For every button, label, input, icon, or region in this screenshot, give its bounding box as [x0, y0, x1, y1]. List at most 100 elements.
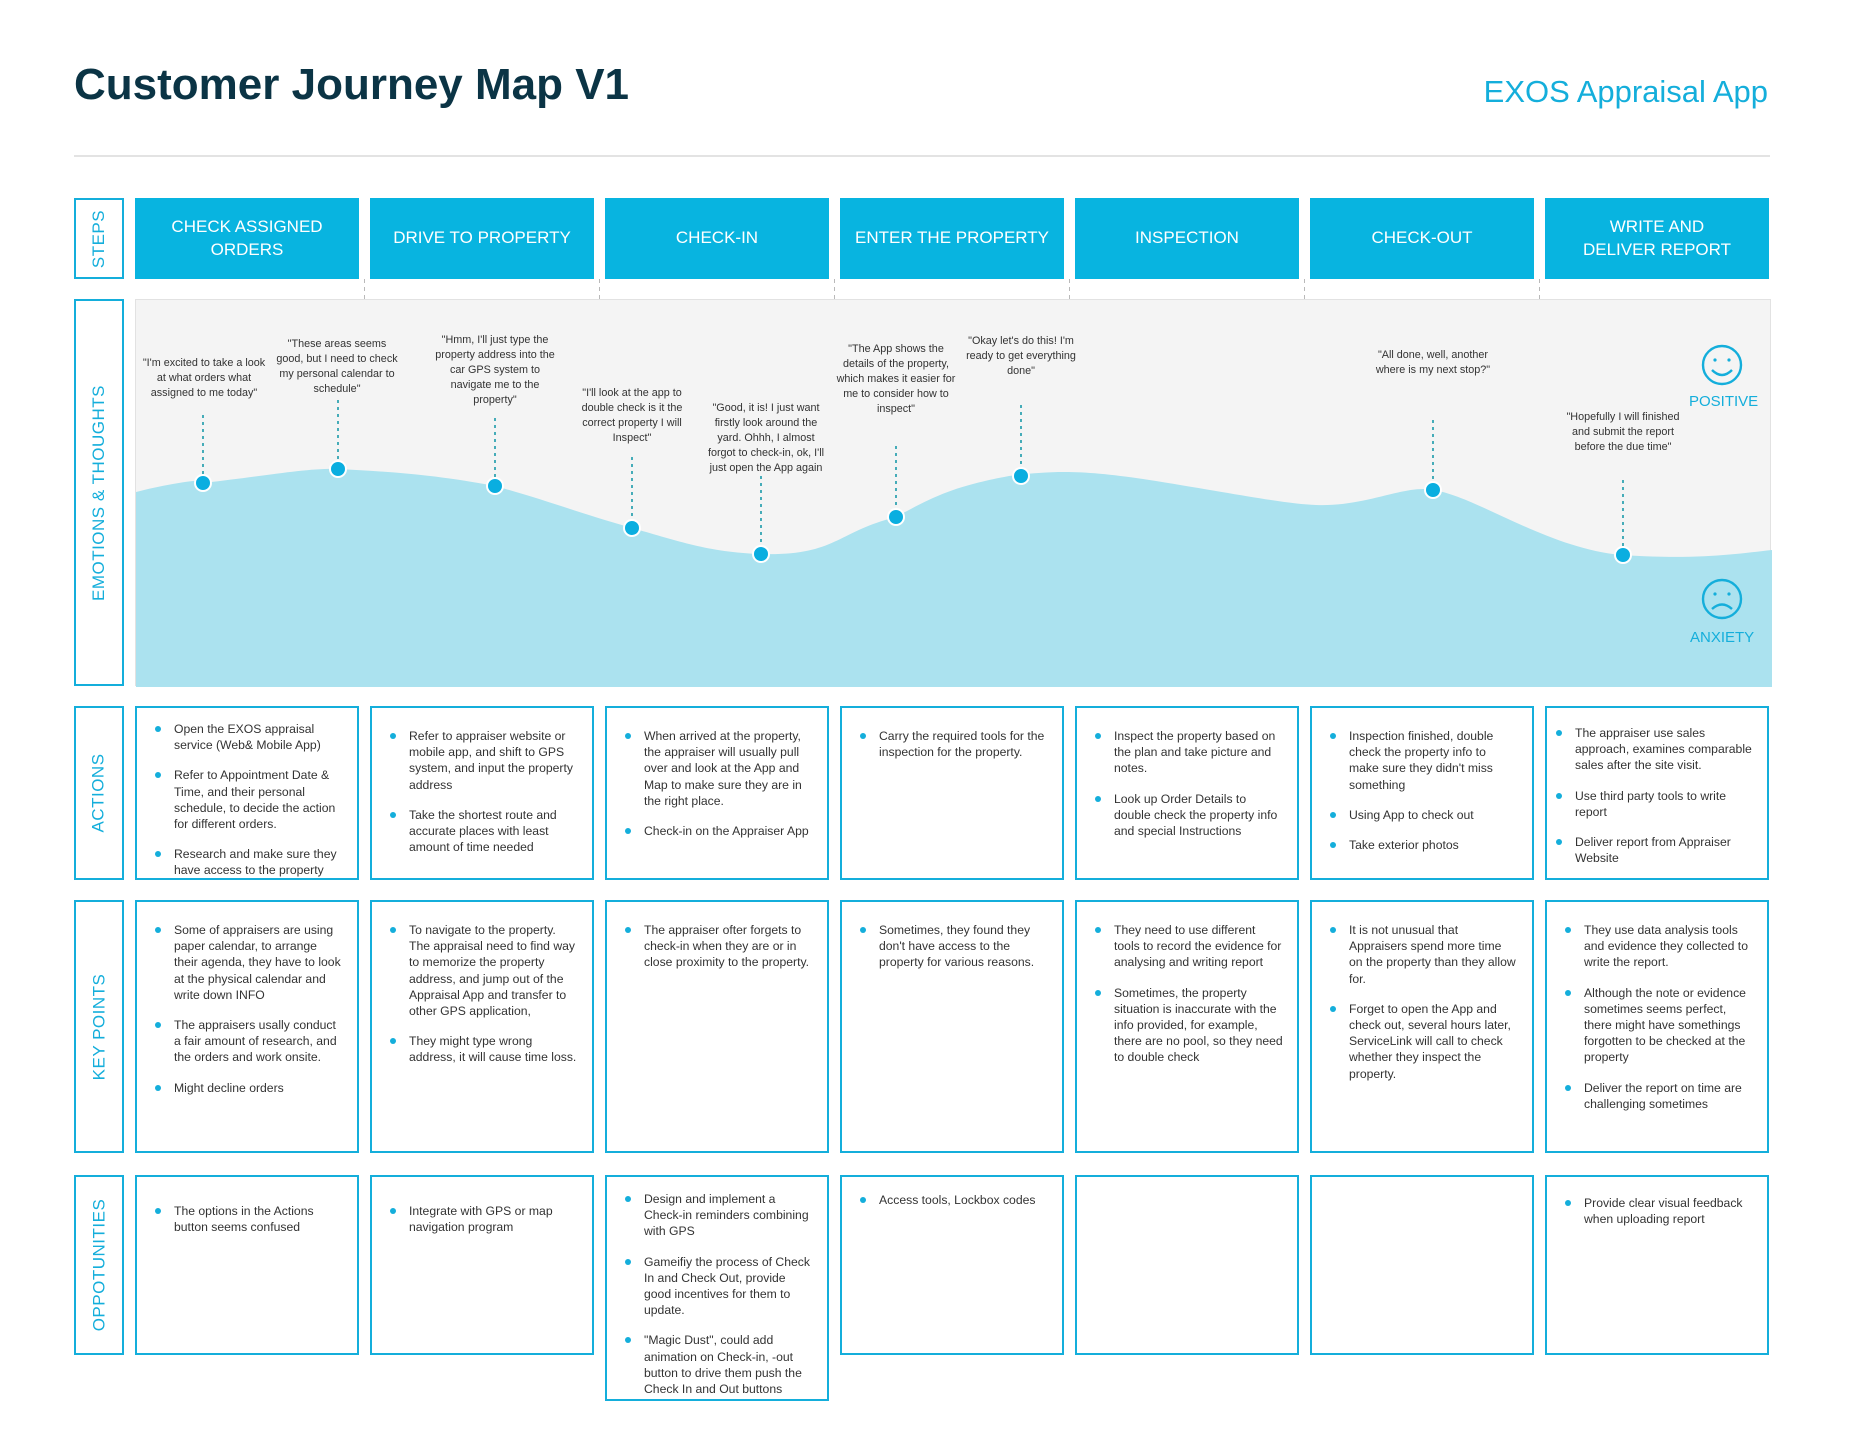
emotion-point	[1614, 546, 1632, 564]
step-enter-the-property: ENTER THE PROPERTY	[840, 198, 1064, 279]
bullet-item: To navigate to the property. The apprais…	[387, 922, 578, 1019]
emotion-point	[1012, 467, 1030, 485]
bullet-item: When arrived at the property, the apprai…	[622, 728, 813, 809]
opportunities-list: Access tools, Lockbox codes	[857, 1192, 1048, 1208]
actions-list: The appraiser use sales approach, examin…	[1553, 725, 1753, 866]
key-points-card: They need to use different tools to reco…	[1075, 900, 1299, 1153]
opportunities-list: The options in the Actions button seems …	[152, 1203, 343, 1235]
actions-row: Open the EXOS appraisal service (Web& Mo…	[135, 706, 1771, 880]
bullet-item: Inspection finished, double check the pr…	[1327, 728, 1518, 793]
header-divider	[74, 155, 1770, 157]
actions-card: Inspection finished, double check the pr…	[1310, 706, 1534, 880]
smile-icon	[1701, 344, 1743, 386]
quote-text: "Hmm, I'll just type the property addres…	[435, 334, 555, 406]
bullet-item: Use third party tools to write report	[1553, 788, 1753, 820]
actions-card: When arrived at the property, the apprai…	[605, 706, 829, 880]
bullet-item: The appraiser use sales approach, examin…	[1553, 725, 1753, 774]
opportunities-card: Design and implement a Check-in reminder…	[605, 1175, 829, 1401]
actions-list: When arrived at the property, the apprai…	[622, 728, 813, 839]
emotion-point	[329, 460, 347, 478]
bullet-item: Inspect the property based on the plan a…	[1092, 728, 1283, 777]
key-points-card: They use data analysis tools and evidenc…	[1545, 900, 1769, 1153]
opportunities-card: Provide clear visual feedback when uploa…	[1545, 1175, 1769, 1355]
emotion-point	[194, 474, 212, 492]
app-name: EXOS Appraisal App	[1483, 74, 1768, 109]
key-points-list: They need to use different tools to reco…	[1092, 922, 1283, 1066]
actions-card: Open the EXOS appraisal service (Web& Mo…	[135, 706, 359, 880]
emotion-point	[887, 508, 905, 526]
quote-text: "These areas seems good, but I need to c…	[276, 338, 398, 395]
bullet-item: Access tools, Lockbox codes	[857, 1192, 1048, 1208]
quote-text: "Hopefully I will finished and submit th…	[1566, 411, 1680, 453]
step-drive-to-property: DRIVE TO PROPERTY	[370, 198, 594, 279]
emotion-point	[623, 519, 641, 537]
opportunities-card: The options in the Actions button seems …	[135, 1175, 359, 1355]
bullet-item: Take exterior photos	[1327, 837, 1518, 853]
bullet-item: Look up Order Details to double check th…	[1092, 791, 1283, 840]
quote-text: "Good, it is! I just want firstly look a…	[707, 402, 825, 474]
opportunities-row: The options in the Actions button seems …	[135, 1175, 1771, 1401]
step-check-assigned-orders: CHECK ASSIGNED ORDERS	[135, 198, 359, 279]
bullet-item: Take the shortest route and accurate pla…	[387, 807, 578, 856]
opportunities-card: Access tools, Lockbox codes	[840, 1175, 1064, 1355]
bullet-item: Sometimes, they found they don't have ac…	[857, 922, 1048, 971]
bullet-item: Research and make sure they have access …	[152, 846, 343, 878]
key-points-list: The appraiser ofter forgets to check-in …	[622, 922, 813, 971]
bullet-item: They might type wrong address, it will c…	[387, 1033, 578, 1065]
emotion-area: "I'm excited to take a look at what orde…	[135, 299, 1772, 687]
step-write-and-deliver-report: WRITE AND DELIVER REPORT	[1545, 198, 1769, 279]
bullet-item: Gameifiy the process of Check In and Che…	[622, 1254, 813, 1319]
bullet-item: They need to use different tools to reco…	[1092, 922, 1283, 971]
key-points-list: It is not unusual that Appraisers spend …	[1327, 922, 1518, 1082]
key-points-card: The appraiser ofter forgets to check-in …	[605, 900, 829, 1153]
emotion-curve-chart	[136, 344, 1772, 687]
quote-text: "I'll look at the app to double check is…	[581, 387, 683, 444]
actions-card: The appraiser use sales approach, examin…	[1545, 706, 1769, 880]
opportunities-card: Integrate with GPS or map navigation pro…	[370, 1175, 594, 1355]
bullet-item: Provide clear visual feedback when uploa…	[1562, 1195, 1753, 1227]
actions-list: Refer to appraiser website or mobile app…	[387, 728, 578, 855]
key-points-list: They use data analysis tools and evidenc…	[1562, 922, 1753, 1112]
key-points-card: It is not unusual that Appraisers spend …	[1310, 900, 1534, 1153]
bullet-item: Might decline orders	[152, 1080, 343, 1096]
opportunities-card	[1310, 1175, 1534, 1355]
key-points-card: To navigate to the property. The apprais…	[370, 900, 594, 1153]
bullet-item: It is not unusual that Appraisers spend …	[1327, 922, 1518, 987]
bullet-item: Although the note or evidence sometimes …	[1562, 985, 1753, 1066]
bullet-item: Carry the required tools for the inspect…	[857, 728, 1048, 760]
step-check-out: CHECK-OUT	[1310, 198, 1534, 279]
opportunities-list: Provide clear visual feedback when uploa…	[1562, 1195, 1753, 1227]
bullet-item: Some of appraisers are using paper calen…	[152, 922, 343, 1003]
row-label-steps: STEPS	[74, 198, 124, 279]
bullet-item: Deliver the report on time are challengi…	[1562, 1080, 1753, 1112]
bullet-item: Integrate with GPS or map navigation pro…	[387, 1203, 578, 1235]
bullet-item: The appraiser ofter forgets to check-in …	[622, 922, 813, 971]
steps-row: CHECK ASSIGNED ORDERS DRIVE TO PROPERTY …	[135, 198, 1771, 279]
actions-card: Refer to appraiser website or mobile app…	[370, 706, 594, 880]
bullet-item: They use data analysis tools and evidenc…	[1562, 922, 1753, 971]
positive-label: POSITIVE	[1689, 393, 1759, 410]
quote-text: "All done, well, another where is my nex…	[1375, 349, 1491, 376]
opportunities-card	[1075, 1175, 1299, 1355]
bullet-item: The options in the Actions button seems …	[152, 1203, 343, 1235]
actions-list: Inspect the property based on the plan a…	[1092, 728, 1283, 839]
step-check-in: CHECK-IN	[605, 198, 829, 279]
opportunities-list: Integrate with GPS or map navigation pro…	[387, 1203, 578, 1235]
key-points-list: Sometimes, they found they don't have ac…	[857, 922, 1048, 971]
emotion-point	[752, 545, 770, 563]
key-points-card: Sometimes, they found they don't have ac…	[840, 900, 1064, 1153]
row-label-emotions: EMOTIONS & THOUGHTS	[74, 299, 124, 686]
key-points-list: To navigate to the property. The apprais…	[387, 922, 578, 1066]
step-inspection: INSPECTION	[1075, 198, 1299, 279]
bullet-item: Deliver report from Appraiser Website	[1553, 834, 1753, 866]
emotion-point	[1424, 481, 1442, 499]
bullet-item: Sometimes, the property situation is ina…	[1092, 985, 1283, 1066]
key-points-card: Some of appraisers are using paper calen…	[135, 900, 359, 1153]
quote-text: "Okay let's do this! I'm ready to get ev…	[966, 335, 1076, 377]
emotion-point	[486, 477, 504, 495]
anxiety-label: ANXIETY	[1690, 629, 1755, 646]
bullet-item: Refer to appraiser website or mobile app…	[387, 728, 578, 793]
actions-card: Carry the required tools for the inspect…	[840, 706, 1064, 880]
opportunities-list: Design and implement a Check-in reminder…	[622, 1191, 813, 1397]
row-label-actions: ACTIONS	[74, 706, 124, 880]
